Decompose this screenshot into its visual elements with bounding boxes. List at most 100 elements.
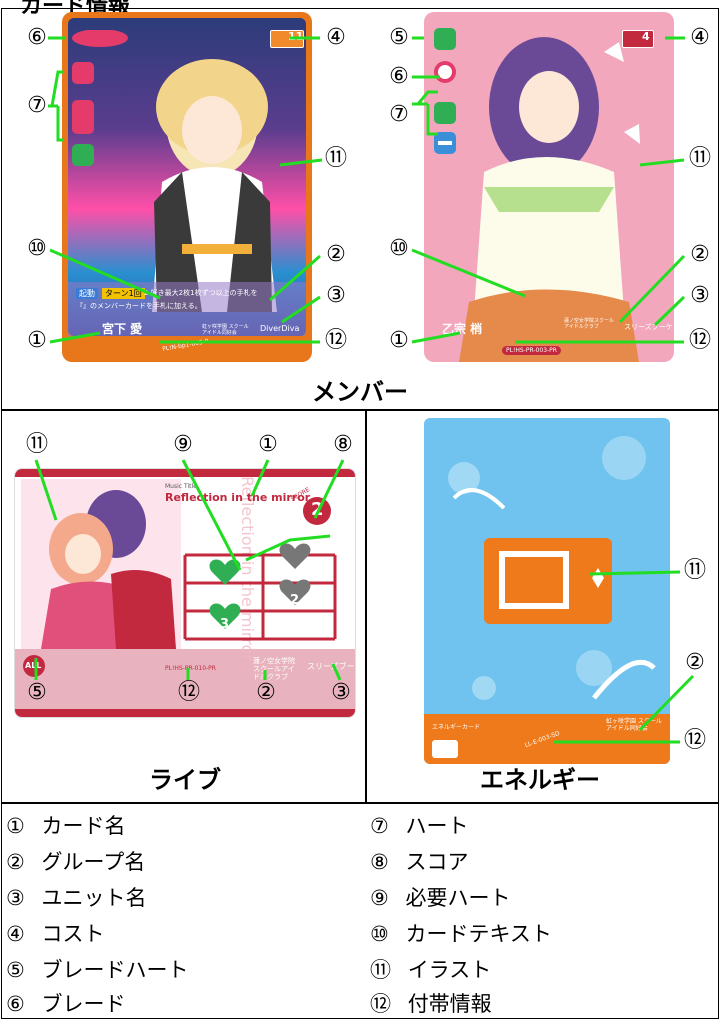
legend-label: ブレードハート xyxy=(41,958,189,982)
divider-vertical xyxy=(365,409,367,802)
marker-7: ⑦ xyxy=(389,102,409,127)
member-card-illustration xyxy=(459,37,640,362)
energy-card-label: エネルギーカード xyxy=(432,724,481,731)
energy-ticket-icon xyxy=(484,538,612,624)
marker-1: ① xyxy=(389,328,409,353)
live-card-bottom-band xyxy=(15,649,355,709)
legend-item: ③ ユニット名 xyxy=(6,884,147,912)
required-hearts-staff xyxy=(183,543,337,641)
legend-label: ユニット名 xyxy=(41,886,147,910)
heart-icon-green xyxy=(72,144,94,166)
marker-11: ⑪ xyxy=(25,432,48,457)
energy-card: エネルギーカード 虹ヶ咲学園 スクールアイドル同好会 LL-E-003-SD xyxy=(424,418,670,764)
legend-item: ⑨ 必要ハート xyxy=(370,884,511,912)
marker-10: ⑩ xyxy=(389,236,409,261)
legend-label: スコア xyxy=(405,850,469,874)
heart-need-gray-2 xyxy=(279,579,311,605)
marker-12: ⑫ xyxy=(324,328,347,353)
legend-marker: ② xyxy=(6,850,25,874)
card-text-tag-2: ターン1回 xyxy=(102,288,145,299)
legend-marker: ⑨ xyxy=(370,886,389,910)
legend-marker: ③ xyxy=(6,886,25,910)
heart-icon-pink xyxy=(72,62,94,84)
live-card-top-band xyxy=(15,469,355,477)
live-card-illustration xyxy=(21,479,181,649)
marker-12: ⑫ xyxy=(177,680,200,705)
marker-3: ③ xyxy=(331,680,351,705)
legend-label: ブレード xyxy=(41,992,126,1016)
blade-heart-badge xyxy=(23,655,45,677)
marker-3: ③ xyxy=(326,283,346,308)
legend-item: ④ コスト xyxy=(6,920,105,948)
legend-marker: ① xyxy=(6,814,25,838)
heart-icon-red xyxy=(72,100,94,134)
marker-12: ⑫ xyxy=(688,328,711,353)
marker-1: ① xyxy=(27,328,47,353)
blade-and-hearts xyxy=(72,30,128,166)
card-group: 蓮ノ空女学院スクールアイドルクラブ xyxy=(564,318,615,330)
divider-live-energy xyxy=(1,802,719,804)
card-text-tag-1: 起動 xyxy=(76,288,98,299)
card-name: 乙宗 梢 xyxy=(442,322,483,336)
card-name: 宮下 愛 xyxy=(102,322,143,336)
legend-label: イラスト xyxy=(407,958,492,982)
heart-need-count-gray: 2 xyxy=(290,593,300,608)
marker-6: ⑥ xyxy=(389,64,409,89)
legend-item: ⑧ スコア xyxy=(370,848,469,876)
legend-marker: ⑪ xyxy=(370,958,391,982)
legend-item: ⑫ 付帯情報 xyxy=(370,990,492,1018)
marker-12: ⑫ xyxy=(683,728,706,753)
table-frame xyxy=(1,8,719,1019)
marker-1: ① xyxy=(258,432,278,457)
divider-member xyxy=(1,409,719,411)
marker-11: ⑪ xyxy=(683,558,706,583)
card-unit: スリーズブーケ xyxy=(307,662,355,671)
card-code: PL!HS-PR-003-PR xyxy=(502,346,561,355)
heart-need-gray-1 xyxy=(279,543,311,569)
legend-item: ⑥ ブレード xyxy=(6,990,126,1018)
card-group: 蓮ノ空女学院スクールアイドルクラブ xyxy=(253,657,295,681)
legend-label: ハート xyxy=(405,814,469,838)
marker-4: ④ xyxy=(326,25,346,50)
legend-item: ⑦ ハート xyxy=(370,812,469,840)
marker-5: ⑤ xyxy=(389,25,409,50)
section-label-live: ライブ xyxy=(149,766,221,794)
legend-marker: ⑦ xyxy=(370,814,389,838)
blade-icon xyxy=(72,30,128,47)
marker-11: ⑪ xyxy=(688,146,711,171)
marker-2: ② xyxy=(256,680,276,705)
legend-marker: ⑥ xyxy=(6,992,25,1016)
marker-7: ⑦ xyxy=(27,93,47,118)
marker-2: ② xyxy=(690,242,710,267)
cost-value: 4 xyxy=(642,30,650,43)
blade-heart-icon xyxy=(434,28,456,50)
card-unit: スリーズブーケ xyxy=(624,323,673,331)
legend-label: カード名 xyxy=(41,814,126,838)
legend-item: ⑤ ブレードハート xyxy=(6,956,189,984)
section-label-member: メンバー xyxy=(312,378,408,406)
live-card: Reflection in the mirror Music Title Ref… xyxy=(14,468,356,718)
marker-10: ⑩ xyxy=(27,236,47,261)
card-text-line-2: 『』のメンバーカードを手札に加える。 xyxy=(76,302,202,310)
member-card-illustration xyxy=(68,59,306,336)
heart-need-green-2 xyxy=(209,603,241,629)
marker-8: ⑧ xyxy=(333,432,353,457)
marker-2: ② xyxy=(326,242,346,267)
legend-item: ① カード名 xyxy=(6,812,126,840)
legend-marker: ④ xyxy=(6,922,25,946)
card-group: 虹ヶ咲学園 スクールアイドル同好会 xyxy=(606,718,662,732)
marker-5: ⑤ xyxy=(27,680,47,705)
section-label-energy: エネルギー xyxy=(480,766,600,794)
member-card-miyashita: 起動 ターン1回 2 好き最大2枚1枚ずつ以上の手札を 『』のメンバーカードを手… xyxy=(62,12,312,362)
live-card-bottom-stripe xyxy=(15,709,355,717)
heart-icon-green xyxy=(434,102,456,124)
blade-heart-value: ALL xyxy=(25,661,42,670)
marker-11: ⑪ xyxy=(324,146,347,171)
legend-label: 必要ハート xyxy=(405,886,511,910)
marker-2: ② xyxy=(685,650,705,675)
legend-label: グループ名 xyxy=(41,850,146,874)
marker-6: ⑥ xyxy=(27,25,47,50)
heart-need-green-1 xyxy=(209,559,241,585)
marker-4: ④ xyxy=(690,25,710,50)
